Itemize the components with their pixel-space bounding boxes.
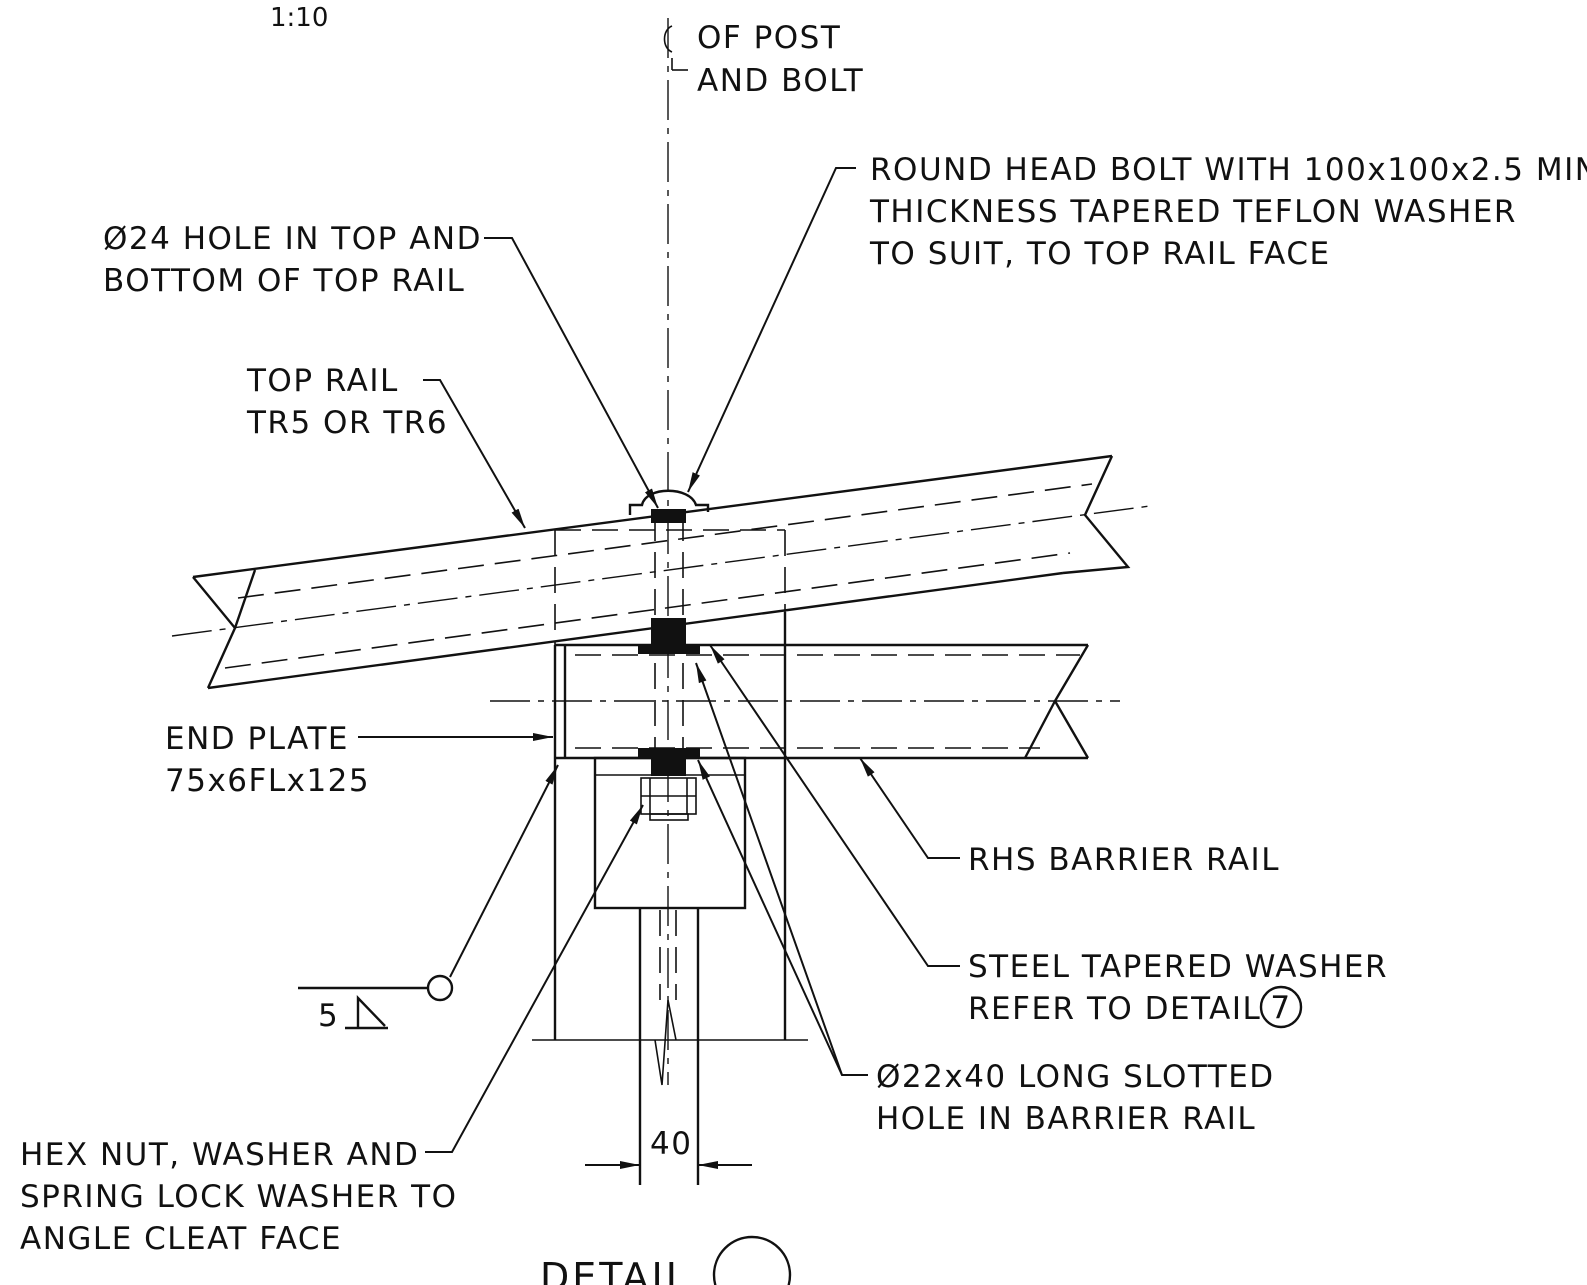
label-bolt-line-1: ROUND HEAD BOLT WITH 100x100x2.5 MIN. xyxy=(870,152,1587,188)
label-top-rail-line-2: TR5 OR TR6 xyxy=(246,405,448,441)
label-hole24: Ø24 HOLE IN TOP AND BOTTOM OF TOP RAIL xyxy=(103,221,482,299)
post xyxy=(532,529,808,1041)
label-hex-nut-line-3: ANGLE CLEAT FACE xyxy=(20,1221,342,1257)
label-rhs-rail-line-1: RHS BARRIER RAIL xyxy=(968,842,1280,878)
dimension-label: 40 xyxy=(650,1126,692,1162)
label-centerline: OF POST AND BOLT xyxy=(697,20,864,99)
label-end-plate-line-2: 75x6FLx125 xyxy=(165,763,370,799)
label-end-plate: END PLATE 75x6FLx125 xyxy=(165,721,370,799)
bolt-head-and-washers xyxy=(628,489,710,776)
hex-nut-icon xyxy=(640,777,697,821)
label-bolt-line-3: TO SUIT, TO TOP RAIL FACE xyxy=(869,236,1331,272)
label-centerline-line-1: OF POST xyxy=(697,20,841,56)
detail-title-circle xyxy=(712,1235,792,1285)
label-bolt-line-2: THICKNESS TAPERED TEFLON WASHER xyxy=(869,194,1517,230)
angle-cleat xyxy=(593,756,747,910)
label-steel-washer: STEEL TAPERED WASHER REFER TO DETAIL 7 xyxy=(968,949,1388,1029)
label-hole24-line-2: BOTTOM OF TOP RAIL xyxy=(103,263,465,299)
label-steel-washer-line-2: REFER TO DETAIL xyxy=(968,991,1261,1027)
label-hex-nut: HEX NUT, WASHER AND SPRING LOCK WASHER T… xyxy=(20,1137,457,1257)
label-steel-washer-line-1: STEEL TAPERED WASHER xyxy=(968,949,1388,985)
top-rail xyxy=(171,454,1151,690)
weld-symbol: 5 xyxy=(298,764,559,1034)
detail-ref-circle xyxy=(1259,985,1303,1029)
label-slotted-hole-line-2: HOLE IN BARRIER RAIL xyxy=(876,1101,1256,1137)
label-centerline-line-2: AND BOLT xyxy=(697,63,864,99)
detail-ref-number: 7 xyxy=(1270,990,1291,1026)
label-top-rail-line-1: TOP RAIL xyxy=(246,363,399,399)
label-end-plate-line-1: END PLATE xyxy=(165,721,349,757)
rhs-barrier-rail xyxy=(490,643,1120,760)
bolt-shank xyxy=(638,515,700,1185)
label-hex-nut-line-2: SPRING LOCK WASHER TO xyxy=(20,1179,457,1215)
detail-title-text: DETAIL xyxy=(540,1255,690,1285)
label-rhs-rail: RHS BARRIER RAIL xyxy=(968,842,1280,878)
scale-label: 1:10 xyxy=(270,3,328,33)
leaders xyxy=(358,167,960,1153)
label-bolt: ROUND HEAD BOLT WITH 100x100x2.5 MIN. TH… xyxy=(869,152,1587,272)
label-slotted-hole-line-1: Ø22x40 LONG SLOTTED xyxy=(876,1059,1275,1095)
label-hole24-line-1: Ø24 HOLE IN TOP AND xyxy=(103,221,482,257)
label-top-rail: TOP RAIL TR5 OR TR6 xyxy=(246,363,448,441)
weld-size-label: 5 xyxy=(318,998,339,1034)
dimension-40: 40 xyxy=(585,1126,752,1169)
label-slotted-hole: Ø22x40 LONG SLOTTED HOLE IN BARRIER RAIL xyxy=(876,1059,1275,1137)
label-hex-nut-line-1: HEX NUT, WASHER AND xyxy=(20,1137,419,1173)
detail-title: DETAIL xyxy=(540,1235,792,1285)
